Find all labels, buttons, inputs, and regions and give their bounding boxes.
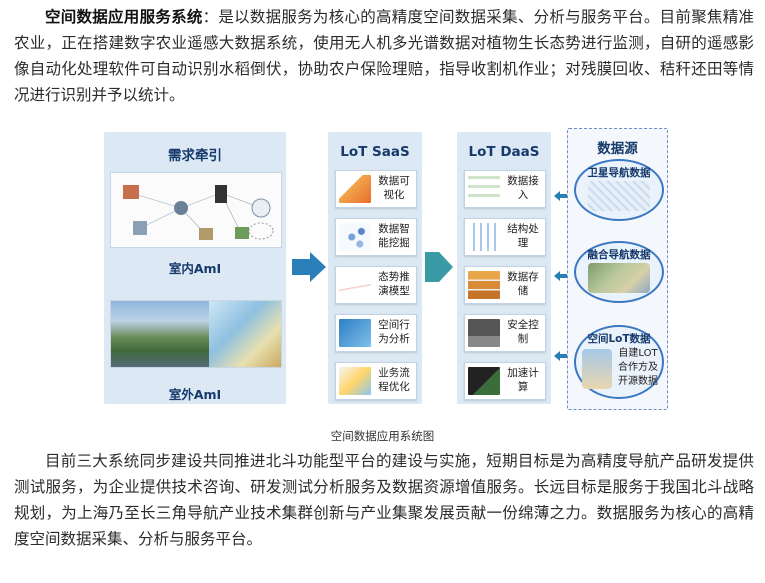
daas-item-label: 安全控制 <box>507 319 539 345</box>
arrow-left-icon <box>554 271 568 281</box>
arrow-left-icon <box>554 351 568 361</box>
intro-text: ：是以数据服务为核心的高精度空间数据采集、分析与服务平台。目前聚焦精准农业，正在… <box>14 8 754 104</box>
chart-thumbnail-icon <box>339 175 371 203</box>
city-icon <box>582 349 612 389</box>
daas-panel: LoT DaaS 数据接入 结构处理 数据存储 安全控制 加速计算 <box>457 132 551 404</box>
saas-card: 业务流程优化 <box>335 362 417 400</box>
storage-icon <box>468 271 500 299</box>
saas-item-label: 数据可视化 <box>378 175 410 201</box>
system-diagram: 需求牵引 室内AmI 室外AmI <box>104 128 668 410</box>
daas-item-label: 数据接入 <box>507 175 539 201</box>
outdoor-ami-label: 室外AmI <box>168 387 222 402</box>
gpu-card-icon <box>468 367 500 395</box>
satellite-icon <box>588 181 650 211</box>
smart-city-illustration <box>209 301 281 367</box>
structure-icon <box>468 223 500 251</box>
daas-item-label: 结构处理 <box>507 223 539 249</box>
data-access-icon <box>468 175 500 203</box>
indoor-ami-label: 室内AmI <box>168 261 222 276</box>
network-thumbnail-icon <box>339 223 371 251</box>
saas-card: 态势推演模型 <box>335 266 417 304</box>
daas-item-label: 数据存储 <box>507 271 539 297</box>
arrow-left-icon <box>554 191 568 201</box>
satellite-nav-data: 卫星导航数据 <box>574 159 664 221</box>
fused-nav-data: 融合导航数据 <box>574 241 664 303</box>
intro-heading: 空间数据应用服务系统 <box>45 8 203 26</box>
saas-card: 数据智能挖掘 <box>335 218 417 256</box>
demand-panel: 需求牵引 室内AmI 室外AmI <box>104 132 286 404</box>
analyst-thumbnail-icon <box>339 319 371 347</box>
saas-item-label: 业务流程优化 <box>378 367 410 393</box>
daas-card: 加速计算 <box>464 362 546 400</box>
saas-item-label: 数据智能挖掘 <box>378 223 410 249</box>
saas-card: 数据可视化 <box>335 170 417 208</box>
source-text: 自建LOT合作方及开源数据 <box>618 348 658 387</box>
daas-title: LoT DaaS <box>468 144 540 160</box>
daas-item-label: 加速计算 <box>507 367 539 393</box>
source-title: 融合导航数据 <box>587 249 651 261</box>
figure-caption: 空间数据应用系统图 <box>330 429 435 443</box>
source-title: 卫星导航数据 <box>587 167 651 179</box>
closing-text: 目前三大系统同步建设共同推进北斗功能型平台的建设与实施，短期目标是为高精度导航产… <box>14 452 754 548</box>
arrow-right-icon <box>292 252 326 282</box>
saas-title: LoT SaaS <box>340 144 410 160</box>
data-source-title: 数据源 <box>597 141 638 157</box>
daas-card: 结构处理 <box>464 218 546 256</box>
workflow-thumbnail-icon <box>339 367 371 395</box>
saas-item-label: 态势推演模型 <box>378 271 410 297</box>
saas-item-label: 空间行为分析 <box>378 319 410 345</box>
closing-paragraph: 目前三大系统同步建设共同推进北斗功能型平台的建设与实施，短期目标是为高精度导航产… <box>14 448 754 552</box>
source-title: 空间LoT数据 <box>587 333 651 345</box>
demand-title: 需求牵引 <box>168 148 222 164</box>
spatial-lot-data: 空间LoT数据 自建LOT合作方及开源数据 <box>574 325 664 399</box>
outdoor-ami-image <box>110 300 282 368</box>
fusion-map-icon <box>588 263 650 293</box>
indoor-network-illustration <box>111 173 281 247</box>
security-device-icon <box>468 319 500 347</box>
chevron-right-icon <box>425 252 453 282</box>
daas-card: 安全控制 <box>464 314 546 352</box>
daas-card: 数据存储 <box>464 266 546 304</box>
daas-card: 数据接入 <box>464 170 546 208</box>
indoor-ami-image <box>110 172 282 248</box>
intro-paragraph: 空间数据应用服务系统：是以数据服务为核心的高精度空间数据采集、分析与服务平台。目… <box>14 4 754 108</box>
saas-panel: LoT SaaS 数据可视化 数据智能挖掘 态势推演模型 空间行为分析 业务流程… <box>328 132 422 404</box>
saas-card: 空间行为分析 <box>335 314 417 352</box>
curve-thumbnail-icon <box>339 271 371 299</box>
data-source-panel: 数据源 卫星导航数据 融合导航数据 空间LoT数据 自建LOT合作方及开源数据 <box>567 128 668 410</box>
